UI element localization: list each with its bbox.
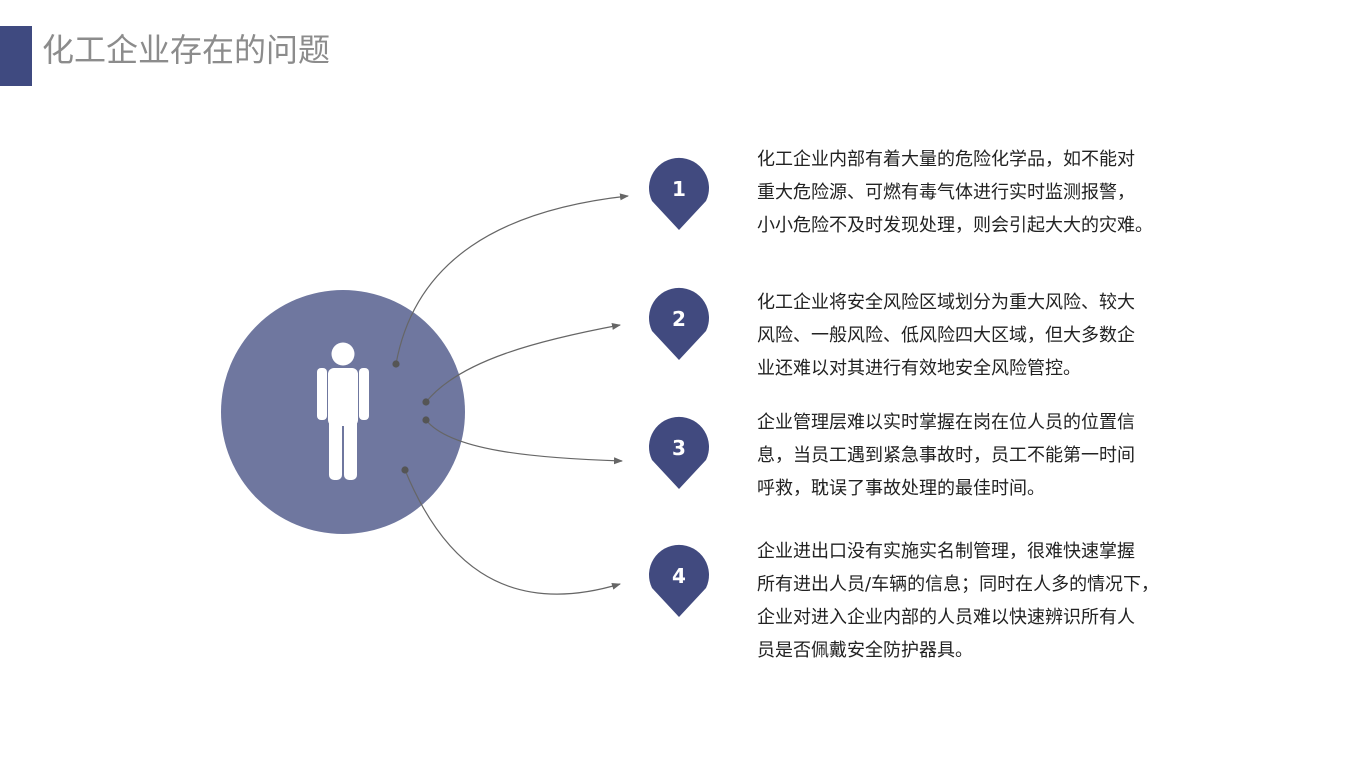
item-3-text: 企业管理层难以实时掌握在岗在位人员的位置信 息，当员工遇到紧急事故时，员工不能第… xyxy=(757,406,1187,505)
connector-3 xyxy=(425,419,623,465)
item-1-line-3: 小小危险不及时发现处理，则会引起大大的灾难。 xyxy=(757,215,1153,236)
connector-1-dot xyxy=(392,360,400,368)
connector-4 xyxy=(404,469,621,595)
item-3-line-1: 企业管理层难以实时掌握在岗在位人员的位置信 xyxy=(757,412,1135,433)
item-1-text: 化工企业内部有着大量的危险化学品，如不能对 重大危险源、可燃有毒气体进行实时监测… xyxy=(757,143,1187,242)
item-2-text: 化工企业将安全风险区域划分为重大风险、较大 风险、一般风险、低风险四大区域，但大… xyxy=(757,286,1187,385)
item-2-line-1: 化工企业将安全风险区域划分为重大风险、较大 xyxy=(757,292,1135,313)
item-4-line-4: 员是否佩戴安全防护器具。 xyxy=(757,640,973,661)
item-4-line-1: 企业进出口没有实施实名制管理，很难快速掌握 xyxy=(757,541,1135,562)
pin-number-1: 1 xyxy=(672,177,686,201)
item-4-line-3: 企业对进入企业内部的人员难以快速辨识所有人 xyxy=(757,607,1135,628)
item-4-text: 企业进出口没有实施实名制管理，很难快速掌握 所有进出人员/车辆的信息；同时在人多… xyxy=(757,535,1187,667)
connector-2 xyxy=(425,323,621,403)
item-3-line-3: 呼救，耽误了事故处理的最佳时间。 xyxy=(757,478,1045,499)
person-icon xyxy=(317,342,369,480)
pin-4: 4 xyxy=(649,544,709,617)
item-4-line-2: 所有进出人员/车辆的信息；同时在人多的情况下， xyxy=(757,574,1160,595)
connector-4-dot xyxy=(401,466,409,474)
item-2-line-2: 风险、一般风险、低风险四大区域，但大多数企 xyxy=(757,325,1135,346)
connector-2-dot xyxy=(422,398,430,406)
pin-3: 3 xyxy=(649,416,709,489)
connector-3-dot xyxy=(422,416,430,424)
item-1-line-2: 重大危险源、可燃有毒气体进行实时监测报警， xyxy=(757,182,1135,203)
title-accent-bar xyxy=(0,26,32,86)
pin-1: 1 xyxy=(649,157,710,230)
pin-number-4: 4 xyxy=(672,564,686,588)
page-title: 化工企业存在的问题 xyxy=(42,31,331,69)
pin-number-3: 3 xyxy=(672,436,686,460)
pin-2: 2 xyxy=(649,287,709,360)
pin-number-2: 2 xyxy=(672,307,686,331)
item-3-line-2: 息，当员工遇到紧急事故时，员工不能第一时间 xyxy=(757,445,1135,466)
item-2-line-3: 业还难以对其进行有效地安全风险管控。 xyxy=(757,358,1081,379)
item-1-line-1: 化工企业内部有着大量的危险化学品，如不能对 xyxy=(757,149,1135,170)
connector-1 xyxy=(395,193,629,365)
